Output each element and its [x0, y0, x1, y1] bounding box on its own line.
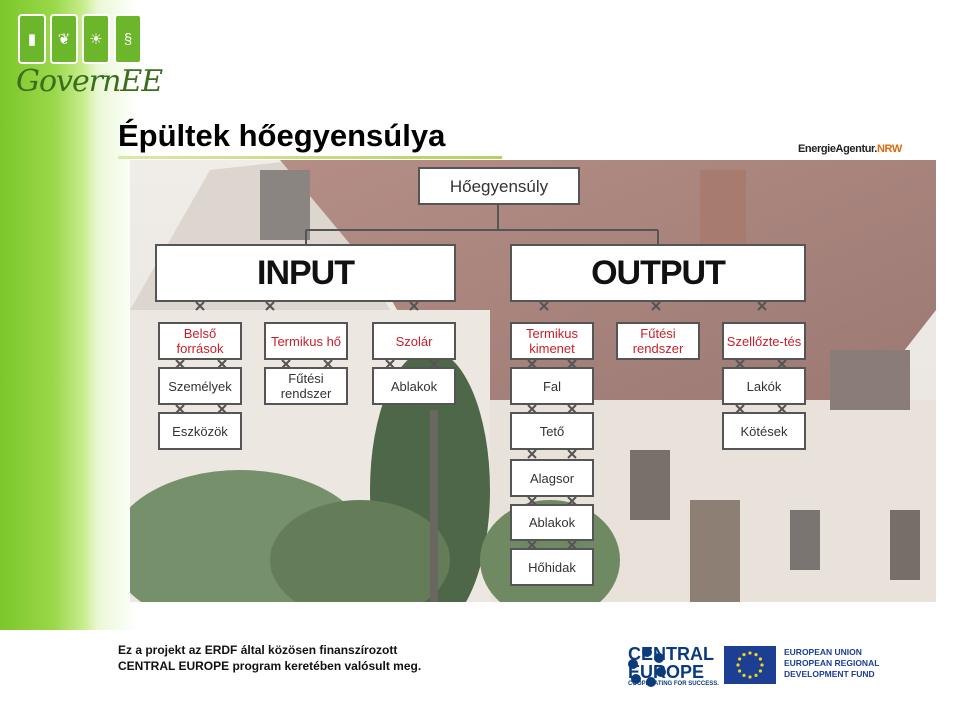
governee-logo-text: GovernEE: [16, 64, 163, 99]
node-szolar: Szolár: [372, 322, 456, 360]
node-termikus-ho: Termikus hő: [264, 322, 348, 360]
node-szellozetes: Szellőzte-tés: [722, 322, 806, 360]
central-europe-line2: EUROPE: [628, 662, 705, 682]
leaf-icon: ❦: [50, 14, 78, 64]
eu-line-1: EUROPEAN UNION: [784, 647, 862, 657]
node-input: INPUT: [155, 244, 456, 302]
energieagentur-prefix: EnergieAgentur.: [798, 143, 877, 155]
node-lakok: Lakók: [722, 367, 806, 405]
node-output: OUTPUT: [510, 244, 806, 302]
node-teto: Tető: [510, 412, 594, 450]
sun-icon: ☀: [82, 14, 110, 64]
eu-line-2: EUROPEAN REGIONAL: [784, 658, 880, 668]
left-green-bar: [0, 0, 98, 630]
node-eszkozok: Eszközök: [158, 412, 242, 450]
node-ablakok-input: Ablakok: [372, 367, 456, 405]
paragraph-icon: §: [114, 14, 142, 64]
footer-line-2: CENTRAL EUROPE program keretében valósul…: [118, 659, 422, 673]
footer-text: Ez a projekt az ERDF által közösen finan…: [118, 642, 421, 674]
node-szemelyek: Személyek: [158, 367, 242, 405]
eu-fund-text: EUROPEAN UNION EUROPEAN REGIONAL DEVELOP…: [784, 647, 879, 680]
node-futesi-rendszer-output: Fűtési rendszer: [616, 322, 700, 360]
energieagentur-suffix: NRW: [876, 143, 902, 155]
page-title: Épültek hőegyensúlya: [118, 118, 446, 153]
node-fal: Fal: [510, 367, 594, 405]
central-europe-emblem-icon: [628, 647, 666, 687]
building-icon: ▮: [18, 14, 46, 64]
node-ablakok-output: Ablakok: [510, 504, 594, 541]
node-alagsor: Alagsor: [510, 459, 594, 497]
footer-line-1: Ez a projekt az ERDF által közösen finan…: [118, 643, 398, 657]
governee-logo-icons: ▮ ❦ ☀ §: [18, 14, 142, 64]
node-termikus-kimenet: Termikus kimenet: [510, 322, 594, 360]
title-underline: [118, 156, 502, 159]
node-hohidak: Hőhidak: [510, 548, 594, 586]
node-hoegyensuly: Hőegyensúly: [418, 167, 580, 205]
energieagentur-logo: EnergieAgentur.NRW: [798, 143, 902, 155]
node-futesi-rendszer-input: Fűtési rendszer: [264, 367, 348, 405]
eu-line-3: DEVELOPMENT FUND: [784, 669, 875, 679]
eu-flag-icon: [724, 646, 776, 684]
central-europe-line1: CENTRAL: [628, 644, 714, 664]
node-belso-forrasok: Belső források: [158, 322, 242, 360]
footer: [0, 630, 960, 716]
central-europe-tagline: COOPERATING FOR SUCCESS.: [628, 681, 719, 687]
node-kotesek: Kötések: [722, 412, 806, 450]
